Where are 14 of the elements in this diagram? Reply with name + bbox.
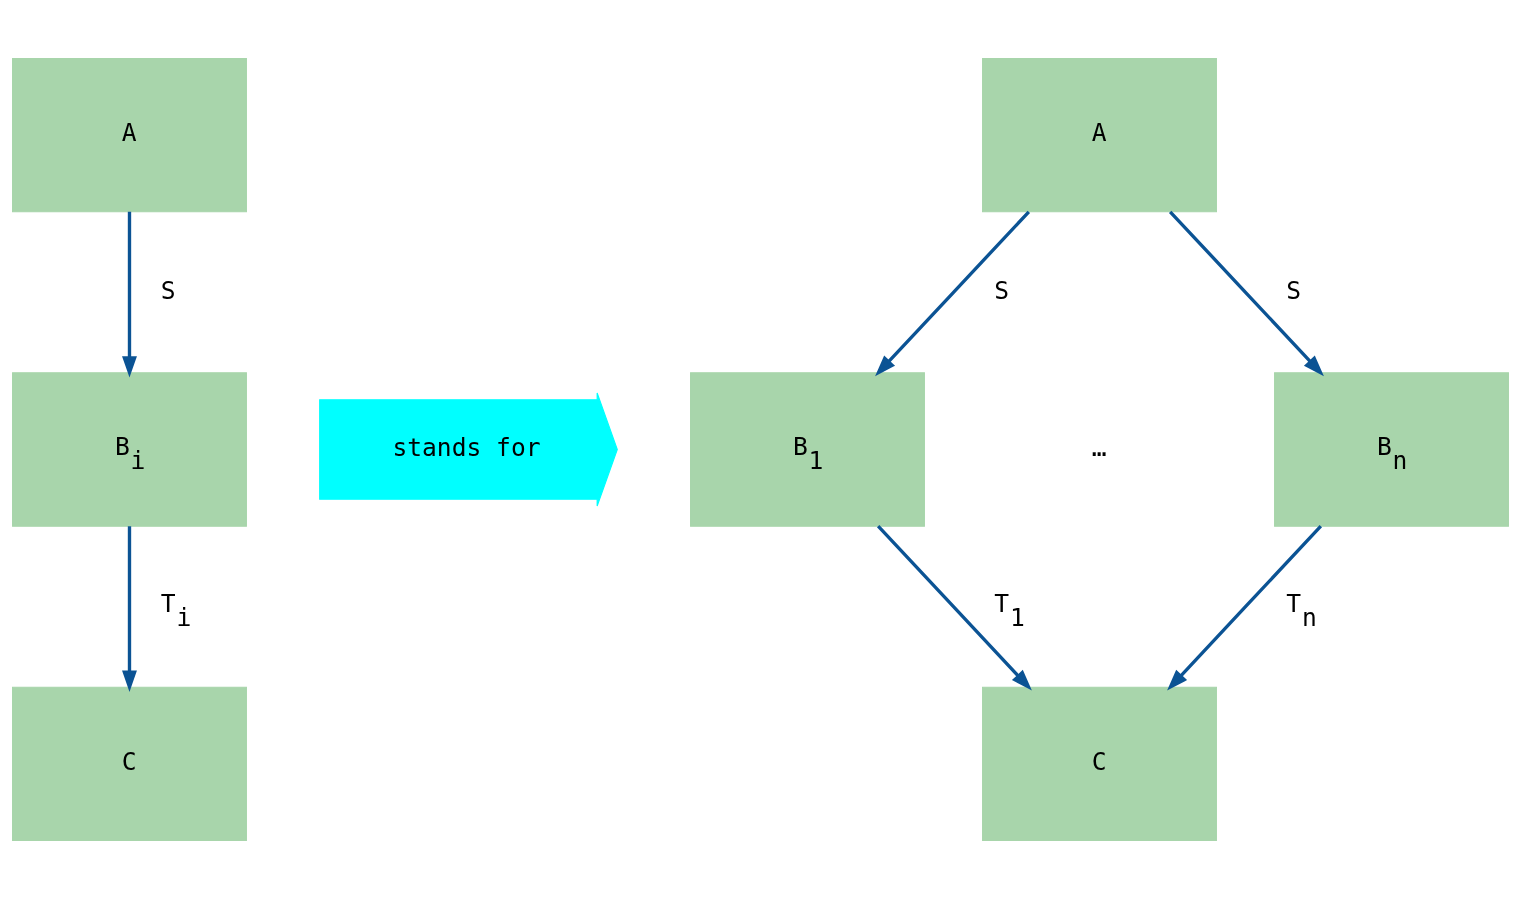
arrow xyxy=(876,525,1032,691)
arrow xyxy=(1168,210,1324,377)
arrow xyxy=(122,526,137,692)
arrow xyxy=(1167,525,1323,691)
edge-label: S xyxy=(994,275,1010,305)
edge-label: S xyxy=(160,275,176,305)
arrow xyxy=(122,211,137,378)
arrow xyxy=(875,210,1031,377)
node-box: C xyxy=(982,686,1217,842)
node-box: A xyxy=(12,57,247,213)
node-box: A xyxy=(982,57,1217,213)
label: … xyxy=(1091,432,1107,462)
node-box: C xyxy=(12,686,247,842)
edge-label: S xyxy=(1286,275,1302,305)
